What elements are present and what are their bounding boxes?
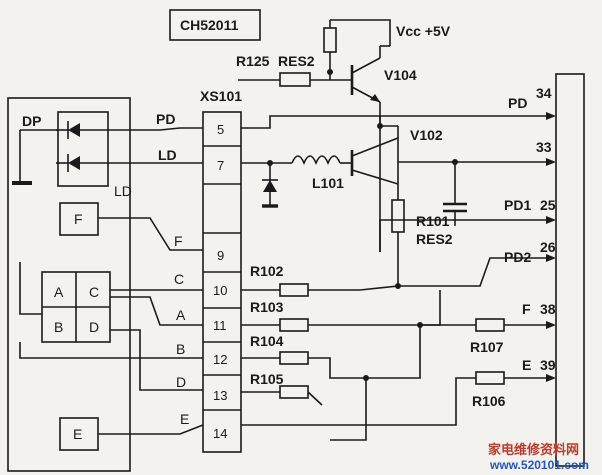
wire-label-d: D [176,374,186,390]
signal-pd2-pin: 26 [540,239,556,255]
pin-11: 11 [213,318,227,333]
wire-label-c: C [174,271,184,287]
b-label: B [54,319,63,335]
dp-label: DP [22,113,41,129]
wire-label-e: E [180,411,189,427]
r101-label: R101 [416,213,450,229]
pickup-outline [7,97,131,472]
signal-33-pin: 33 [536,139,552,155]
r102-label: R102 [250,263,284,279]
resistor-r103 [279,318,309,332]
v102-label: V102 [410,127,443,143]
resistor-r125 [279,72,311,87]
watermark-url: www.520101.com [489,458,589,472]
vcc-label: Vcc +5V [396,23,451,39]
chip-ch52011 [169,9,261,41]
connector-xs101 [202,111,242,453]
signal-e-name: E [522,357,531,373]
r104-label: R104 [250,333,284,349]
signal-e-pin: 39 [540,357,556,373]
vcc-resistor [323,27,337,53]
r103-label: R103 [250,299,284,315]
pin-7: 7 [217,158,224,173]
r125-label: R125 [236,53,270,69]
c-label: C [89,284,99,300]
pin-14: 14 [213,426,227,441]
chip-label: CH52011 [180,17,239,33]
zener-diode-icon [263,180,277,192]
resistor-r105 [279,385,309,399]
connector-label: XS101 [200,88,242,104]
l101-label: L101 [312,175,344,191]
e-label: E [73,426,82,442]
resistor-r106 [475,371,505,385]
wire-label-f: F [174,233,183,249]
a-label: A [54,284,64,300]
d-label: D [89,319,99,335]
resistor-r102 [279,283,309,297]
transistor-v102 [350,137,399,185]
output-ic-edge [555,73,585,467]
pin-13: 13 [213,388,227,403]
signal-pd-pin: 34 [536,85,552,101]
signal-f-pin: 38 [540,301,556,317]
wire-label-b: B [176,341,185,357]
wire-label-pd: PD [156,111,175,127]
r106-label: R106 [472,393,506,409]
laser-diode-block [57,111,109,187]
r105-label: R105 [250,371,284,387]
signal-pd-name: PD [508,95,527,111]
ld-label: LD [114,183,132,199]
pin-12: 12 [213,352,227,367]
laser-diode-icon [56,154,98,172]
f-label: F [74,211,83,227]
signal-pd1-name: PD1 [504,197,531,213]
v104-label: V104 [384,67,417,83]
resistor-r104 [279,351,309,365]
f-segment-block [59,202,99,236]
pin-5: 5 [217,122,224,137]
wire-label-ld: LD [158,147,177,163]
photodiode-icon [56,121,98,139]
pin-10: 10 [213,283,227,298]
inductor-l101 [291,155,341,166]
resistor-r101 [391,199,405,233]
watermark-title: 家电维修资料网 [488,442,579,457]
signal-pd1-pin: 25 [540,197,556,213]
transistor-v104 [350,45,390,103]
pin-9: 9 [217,248,224,263]
res2-right-label: RES2 [416,231,453,247]
r107-label: R107 [470,339,504,355]
res2-top-label: RES2 [278,53,315,69]
wire-label-a: A [176,307,186,323]
signal-pd2-name: PD2 [504,249,531,265]
resistor-r107 [475,318,505,332]
signal-f-name: F [522,301,531,317]
